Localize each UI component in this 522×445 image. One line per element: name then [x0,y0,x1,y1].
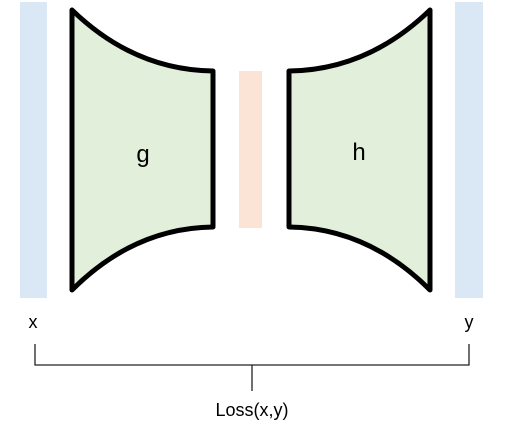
loss-label: Loss(x,y) [215,400,288,420]
encoder-label: g [136,141,149,168]
decoder-block [286,7,433,293]
output-bar [455,2,483,298]
decoder-label: h [352,139,365,166]
loss-brace [34,344,470,391]
encoder-block [69,7,216,293]
latent-code-bar [239,71,262,228]
output-label: y [465,312,474,332]
input-bar [20,2,47,298]
input-label: x [29,312,38,332]
